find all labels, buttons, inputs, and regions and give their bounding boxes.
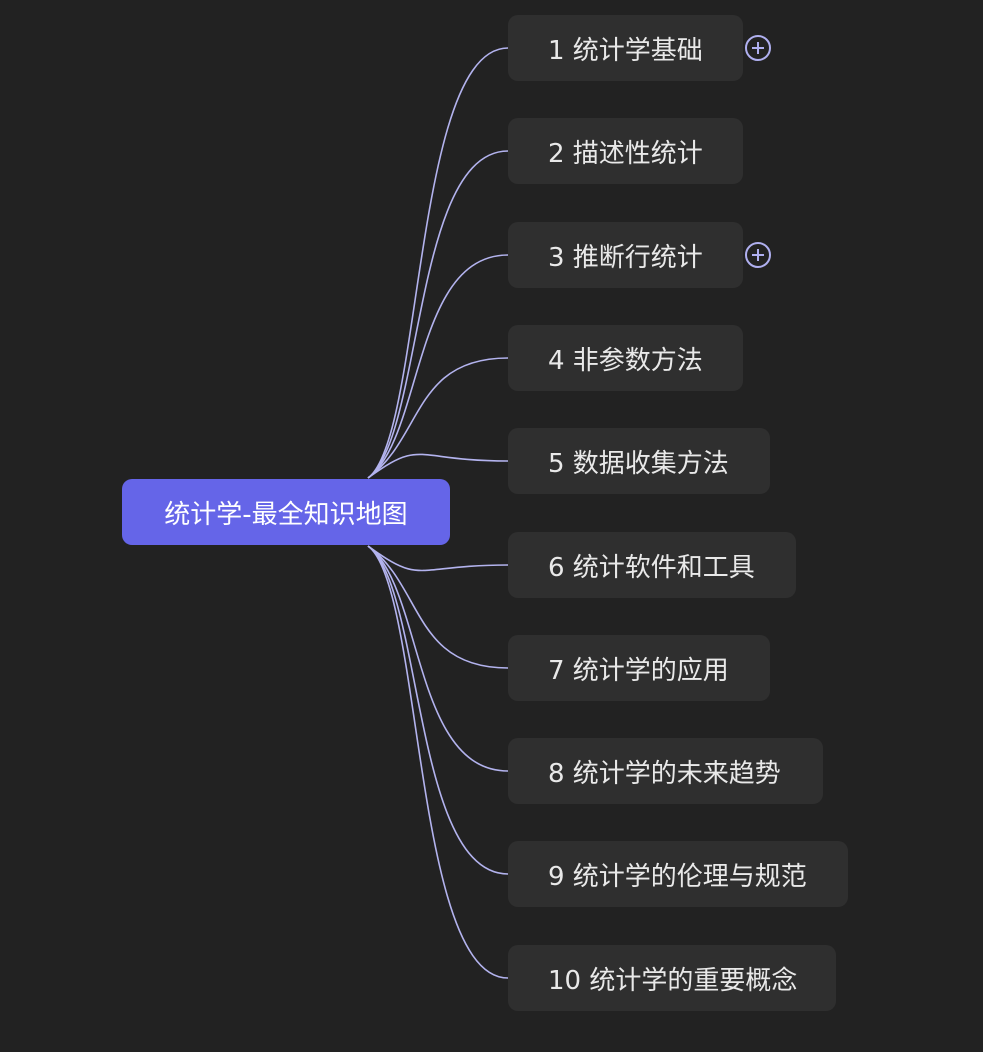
root-node[interactable]: 统计学-最全知识地图 (122, 479, 450, 545)
connector-line-8 (367, 545, 509, 772)
child-node-label: 3 推断行统计 (548, 242, 703, 273)
connector-line-6 (367, 545, 509, 572)
child-node-label: 1 统计学基础 (548, 35, 703, 66)
connector-line-7 (367, 545, 509, 669)
child-node-label: 4 非参数方法 (548, 345, 703, 376)
root-node-label: 统计学-最全知识地图 (164, 499, 408, 530)
connector-line-2 (367, 150, 509, 479)
connector-line-3 (367, 254, 509, 479)
connector-line-1 (367, 47, 509, 479)
child-node-label: 9 统计学的伦理与规范 (548, 861, 807, 892)
connector-line-4 (367, 357, 509, 479)
child-node-1[interactable]: 1 统计学基础 (508, 15, 743, 81)
child-node-label: 5 数据收集方法 (548, 448, 729, 479)
child-node-2[interactable]: 2 描述性统计 (508, 118, 743, 184)
plus-circle-icon[interactable] (745, 242, 771, 268)
child-node-label: 6 统计软件和工具 (548, 552, 755, 583)
child-node-label: 8 统计学的未来趋势 (548, 758, 781, 789)
child-node-5[interactable]: 5 数据收集方法 (508, 428, 770, 494)
connector-line-10 (367, 545, 509, 979)
child-node-7[interactable]: 7 统计学的应用 (508, 635, 770, 701)
child-node-label: 2 描述性统计 (548, 138, 703, 169)
connector-line-5 (367, 453, 509, 479)
child-node-10[interactable]: 10 统计学的重要概念 (508, 945, 836, 1011)
connector-line-9 (367, 545, 509, 875)
child-node-label: 10 统计学的重要概念 (548, 965, 798, 996)
child-node-6[interactable]: 6 统计软件和工具 (508, 532, 796, 598)
child-node-8[interactable]: 8 统计学的未来趋势 (508, 738, 823, 804)
child-node-9[interactable]: 9 统计学的伦理与规范 (508, 841, 848, 907)
plus-circle-icon[interactable] (745, 35, 771, 61)
child-node-3[interactable]: 3 推断行统计 (508, 222, 743, 288)
child-node-label: 7 统计学的应用 (548, 655, 729, 686)
child-node-4[interactable]: 4 非参数方法 (508, 325, 743, 391)
